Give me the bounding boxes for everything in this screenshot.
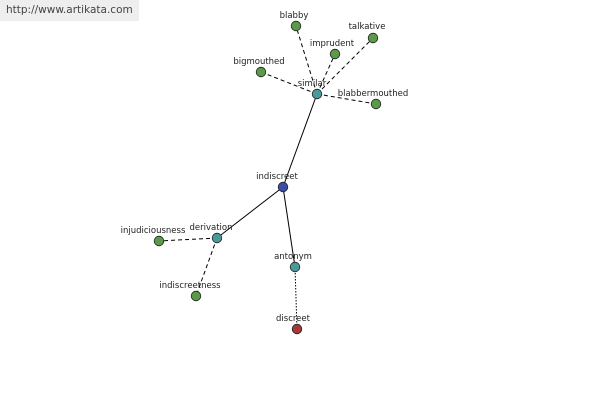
node-talkative[interactable]	[367, 32, 379, 44]
label-bigmouthed: bigmouthed	[233, 57, 284, 67]
edge-similar-imprudent	[316, 53, 336, 95]
label-imprudent: imprudent	[310, 39, 355, 49]
label-blabbermouthed: blabbermouthed	[338, 89, 409, 99]
edge-similar-talkative	[316, 37, 374, 95]
node-imprudent[interactable]	[329, 48, 341, 60]
label-indiscreetness: indiscreetness	[159, 281, 221, 291]
label-blabby: blabby	[280, 11, 309, 21]
edge-derivation-injudiciousness	[158, 237, 218, 242]
node-indiscreetness[interactable]	[190, 290, 202, 302]
label-discreet: discreet	[276, 314, 311, 324]
label-indiscreet: indiscreet	[256, 172, 298, 182]
label-talkative: talkative	[349, 22, 386, 32]
node-antonym[interactable]	[289, 261, 301, 273]
graph-labels: indiscreet similar derivation antonym blabby…	[121, 11, 409, 324]
edge-antonym-discreet	[294, 266, 298, 330]
edge-similar-blabbermouthed	[316, 93, 377, 105]
watermark-url: http://www.artikata.com	[0, 0, 139, 21]
node-derivation[interactable]	[211, 232, 223, 244]
edge-indiscreet-derivation	[216, 186, 284, 239]
node-blabbermouthed[interactable]	[370, 98, 382, 110]
label-similar: similar	[298, 79, 327, 89]
node-similar[interactable]	[311, 88, 323, 100]
label-injudiciousness: injudiciousness	[121, 226, 186, 236]
label-antonym: antonym	[274, 252, 312, 262]
edge-similar-bigmouthed	[260, 71, 318, 95]
node-discreet[interactable]	[291, 323, 303, 335]
node-injudiciousness[interactable]	[153, 235, 165, 247]
node-blabby[interactable]	[290, 20, 302, 32]
node-bigmouthed[interactable]	[255, 66, 267, 78]
graph-edges	[158, 25, 377, 330]
node-indiscreet[interactable]	[277, 181, 289, 193]
label-derivation: derivation	[189, 223, 232, 233]
edge-derivation-indiscreetness	[195, 237, 218, 297]
edge-similar-blabby	[295, 25, 318, 95]
edge-indiscreet-antonym	[282, 186, 296, 268]
graph-nodes	[153, 20, 382, 335]
edge-indiscreet-similar	[282, 93, 318, 188]
